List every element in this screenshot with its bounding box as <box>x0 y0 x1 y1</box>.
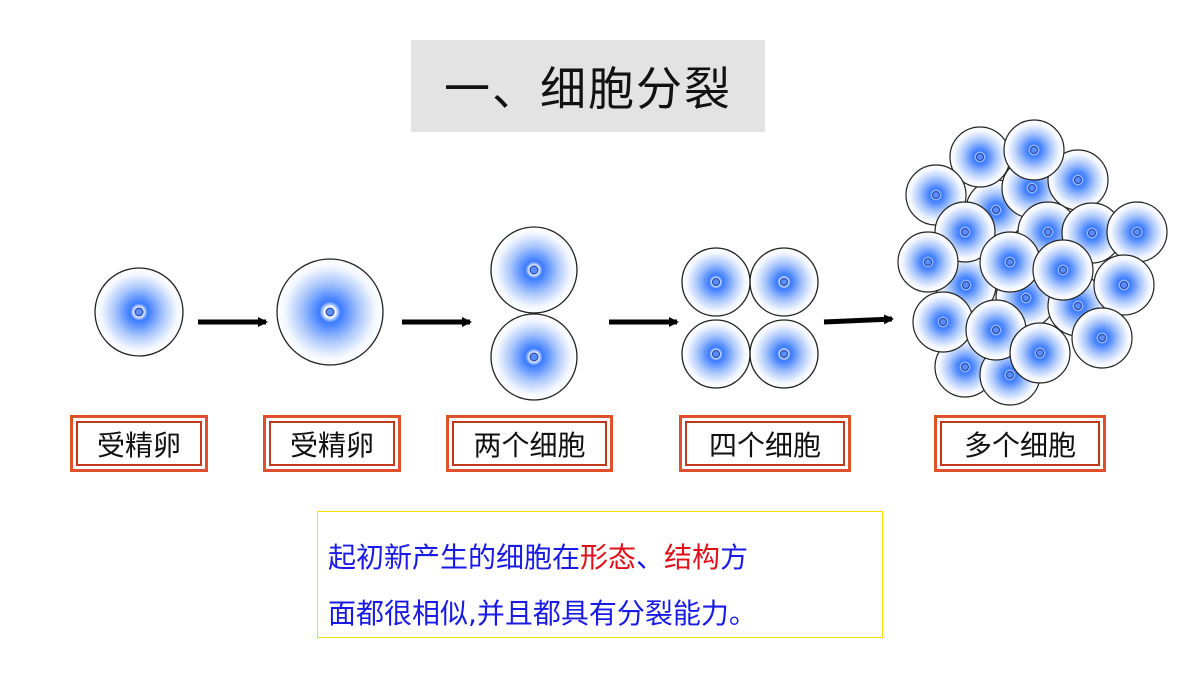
cell <box>1093 254 1155 316</box>
desc-text: 、 <box>636 541 665 574</box>
cell <box>1032 239 1094 301</box>
label-stage-5: 多个细胞 <box>934 415 1106 472</box>
cell <box>979 231 1041 293</box>
label-stage-2: 受精卵 <box>263 415 401 472</box>
description-line-1: 起初新产生的细胞在形态、结构方 <box>328 530 882 586</box>
stage5-cells <box>897 119 1168 406</box>
cell <box>1009 322 1071 384</box>
cell <box>490 226 578 314</box>
cell <box>1071 307 1133 369</box>
cell <box>681 247 751 317</box>
highlight-morphology: 形态 <box>580 541 637 574</box>
cell <box>1106 201 1168 263</box>
description-line-2: 面都很相似,并且都具有分裂能力。 <box>328 597 757 630</box>
label-text: 受精卵 <box>289 428 374 462</box>
stage4-cells <box>681 247 819 389</box>
label-stage-3: 两个细胞 <box>446 415 613 472</box>
stage1-cells <box>94 267 184 357</box>
description-box: 起初新产生的细胞在形态、结构方 面都很相似,并且都具有分裂能力。 <box>317 511 883 638</box>
cell <box>276 258 384 366</box>
label-text: 多个细胞 <box>963 428 1076 462</box>
cell <box>749 247 819 317</box>
cell <box>681 319 751 389</box>
page-title: 一、细胞分裂 <box>444 62 732 116</box>
cell <box>749 319 819 389</box>
arrow-4 <box>823 314 894 325</box>
label-text: 受精卵 <box>96 428 181 462</box>
desc-text: 起初新产生的细胞在 <box>328 541 581 574</box>
stage2-cells <box>276 258 384 366</box>
cell <box>94 267 184 357</box>
desc-text: 方 <box>720 541 749 574</box>
label-stage-4: 四个细胞 <box>679 415 851 472</box>
cell <box>490 313 578 401</box>
label-text: 两个细胞 <box>473 428 586 462</box>
label-text: 四个细胞 <box>708 428 821 462</box>
title-box: 一、细胞分裂 <box>411 40 765 132</box>
cell <box>912 291 974 353</box>
highlight-structure: 结构 <box>664 541 721 574</box>
stage3-cells <box>490 226 578 401</box>
label-stage-1: 受精卵 <box>70 415 208 472</box>
cell <box>1003 119 1065 181</box>
cell <box>897 231 959 293</box>
